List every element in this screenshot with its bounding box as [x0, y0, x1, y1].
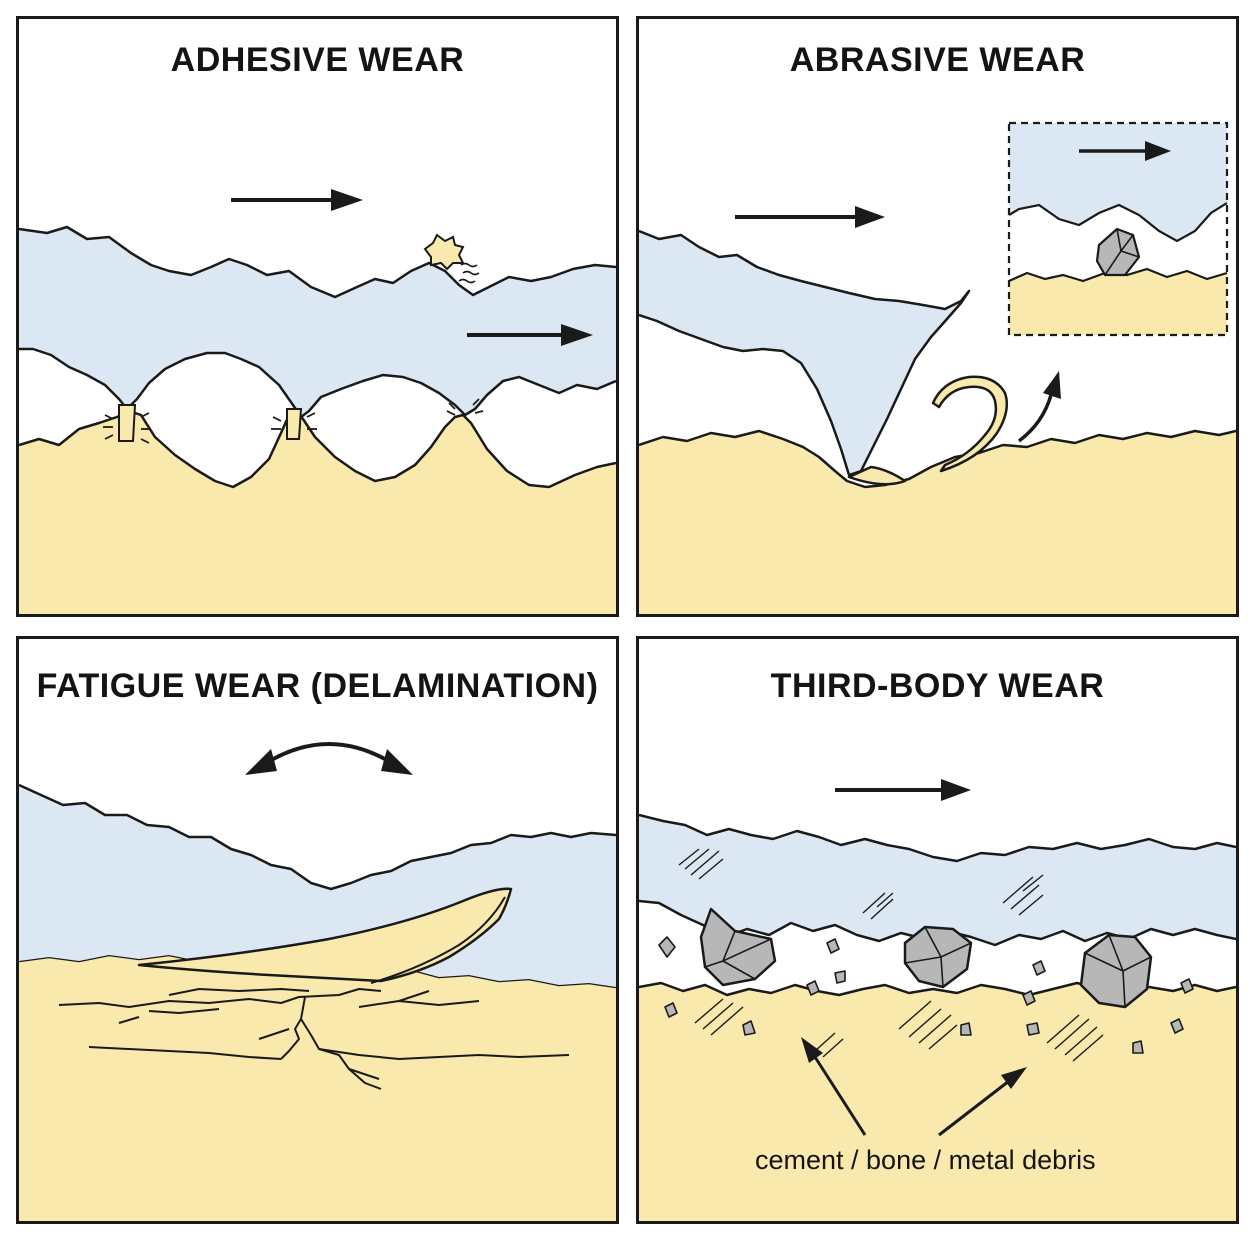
panel-fatigue-wear: FATIGUE WEAR (DELAMINATION)	[16, 636, 619, 1224]
panel-adhesive-wear: ADHESIVE WEAR	[16, 16, 619, 617]
lower-surface	[19, 955, 616, 1221]
subsurface-cracks	[58, 988, 570, 1090]
wear-chip	[847, 465, 907, 486]
lower-surface	[639, 431, 1236, 614]
transferred-particle	[423, 233, 465, 271]
adhesion-junction	[118, 404, 137, 442]
panel-title: FATIGUE WEAR (DELAMINATION)	[36, 667, 599, 705]
third-body-particle	[699, 907, 777, 987]
abrasive-particle-inset	[1007, 121, 1229, 337]
sliding-direction-arrow	[835, 779, 971, 801]
panel-title: ADHESIVE WEAR	[170, 41, 465, 79]
panel-third-body-wear: THIRD-BODY WEAR	[636, 636, 1239, 1224]
sliding-direction-arrow	[231, 189, 363, 211]
sliding-direction-arrow	[1079, 141, 1171, 161]
contact-spark-marks	[103, 398, 484, 444]
curled-chip	[931, 375, 1008, 473]
scratch-marks	[678, 848, 1104, 1062]
third-body-particle	[903, 925, 973, 989]
third-body-wear-illustration	[639, 779, 1236, 1221]
third-body-particle	[1079, 933, 1153, 1009]
sliding-direction-arrow	[735, 206, 885, 228]
lower-surface	[639, 983, 1236, 1221]
upper-surface	[19, 227, 616, 417]
motion-marks	[458, 262, 480, 284]
sliding-direction-arrow	[467, 324, 593, 346]
adhesive-wear-illustration	[19, 189, 616, 614]
debris-label: cement / bone / metal debris	[755, 1145, 1096, 1175]
reciprocating-motion-arrow	[245, 742, 413, 775]
adhesion-junction	[286, 408, 303, 440]
lower-surface	[19, 409, 616, 614]
panel-title: THIRD-BODY WEAR	[770, 667, 1105, 705]
debris-pointer-arrow	[801, 1037, 867, 1136]
panel-title: ABRASIVE WEAR	[789, 41, 1086, 79]
delaminated-flake	[137, 887, 513, 983]
debris-pointer-arrow	[938, 1067, 1027, 1137]
abrasive-wear-illustration	[639, 121, 1236, 614]
small-debris	[658, 936, 1194, 1054]
panel-abrasive-wear: ABRASIVE WEAR	[636, 16, 1239, 617]
upper-surface	[639, 815, 1236, 945]
upper-surface	[639, 231, 969, 475]
chip-ejection-arrow	[1017, 371, 1061, 443]
fatigue-wear-illustration	[19, 742, 616, 1221]
